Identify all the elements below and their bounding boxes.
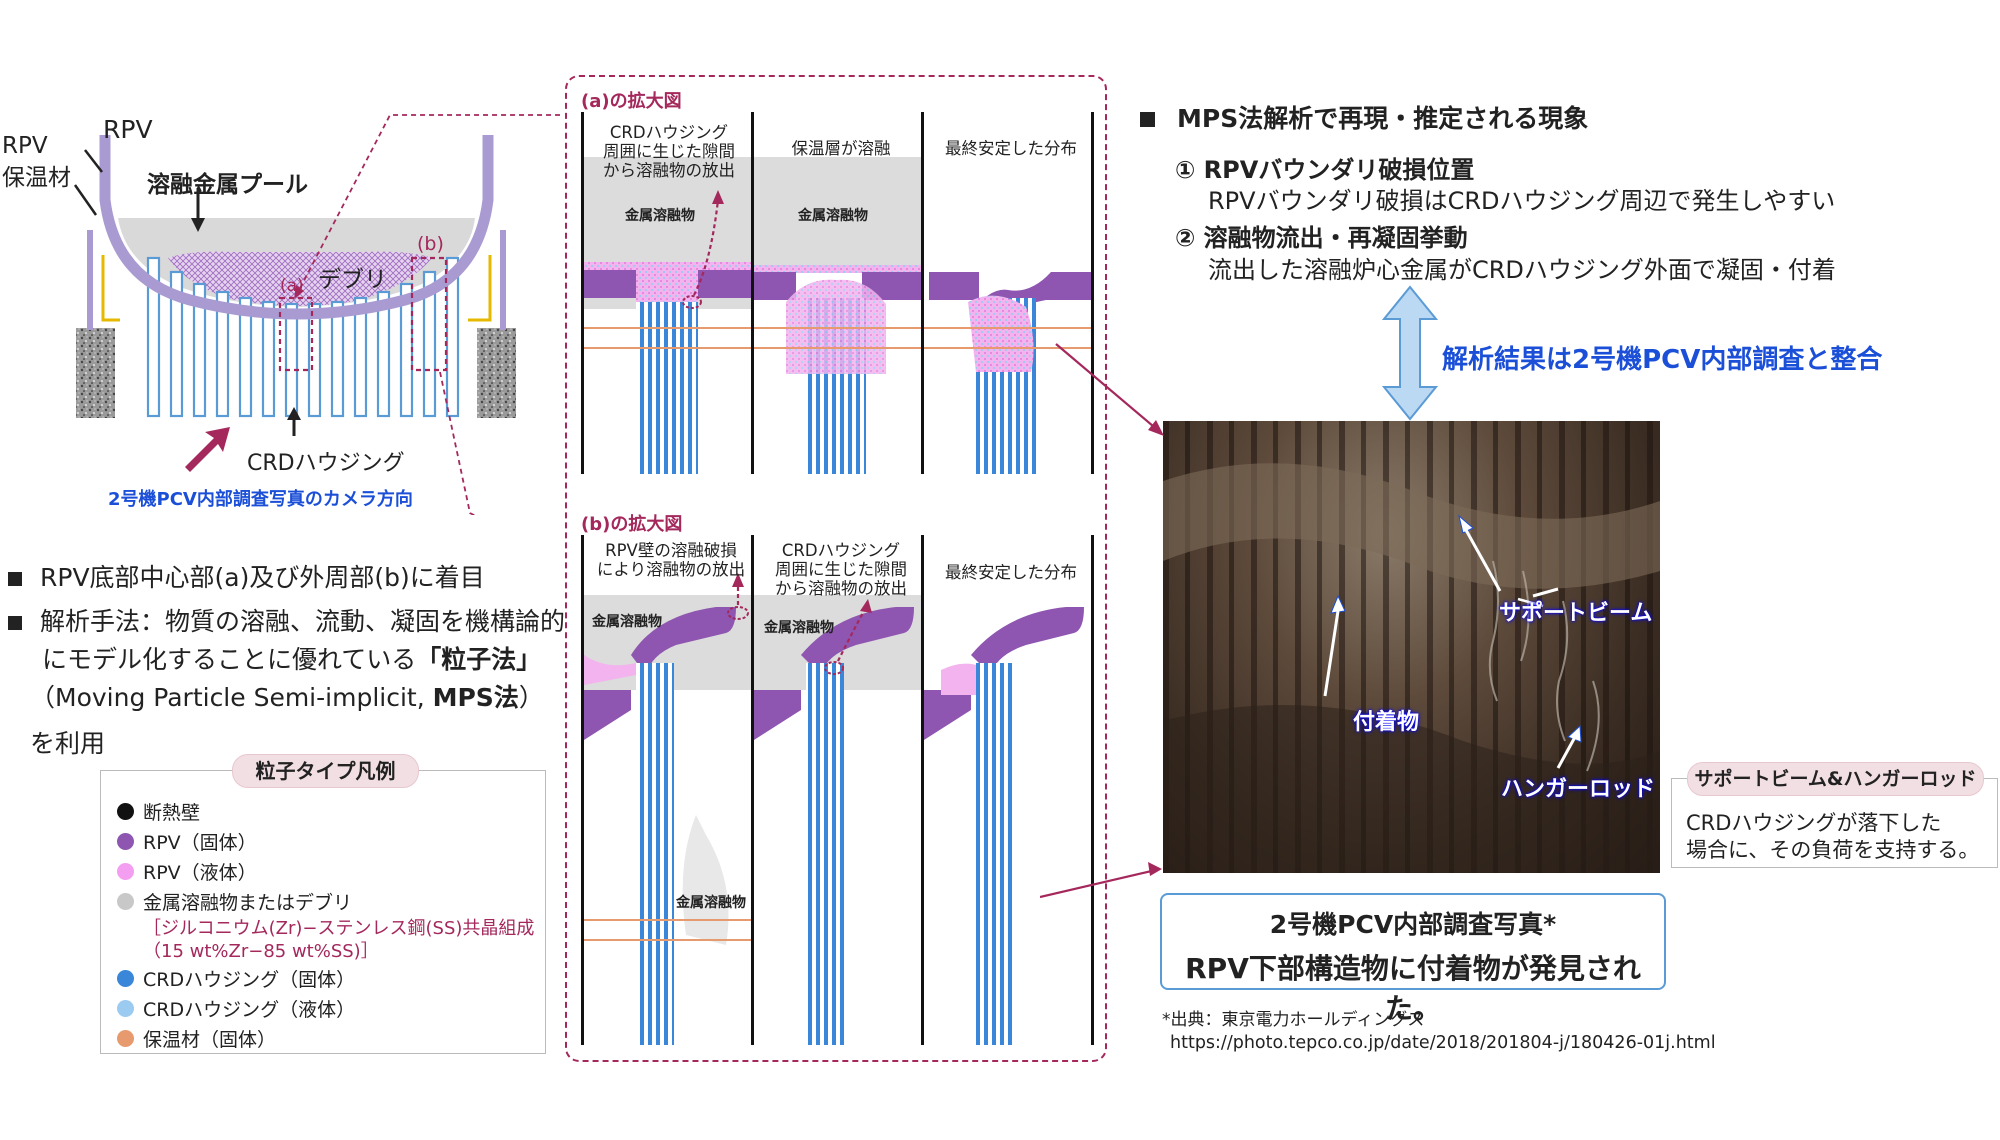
photo-caption-box: 2号機PCV内部調査写真* RPV下部構造物に付着物が発見された。: [1160, 893, 1666, 1025]
zoom-a-metal-label-1: 金属溶融物: [625, 208, 695, 224]
rpv-wall: [99, 135, 494, 320]
particle-legend: 粒子タイプ凡例 断熱壁 RPV（固体） RPV（液体） 金属溶融物またはデブリ …: [100, 754, 546, 1054]
zoom-panel: [565, 75, 1107, 1062]
phenomenon-2-body: 流出した溶融炉心金属がCRDハウジング外面で凝固・付着: [1208, 256, 1836, 284]
label-camera-direction: 2号機PCV内部調査写真のカメラ方向: [108, 489, 413, 510]
label-rpv-top: RPV: [103, 115, 153, 144]
insulation-support-left: [101, 255, 120, 322]
rpv-arrow: [84, 149, 103, 173]
zoom-a-metal-label-2: 金属溶融物: [798, 208, 868, 224]
label-debris: デブリ: [318, 267, 387, 293]
double-arrow-icon: [1381, 285, 1439, 421]
agreement-text: 解析結果は2号機PCV内部調査と整合: [1442, 345, 1883, 375]
insulation-arrow: [73, 184, 98, 216]
zoom-b-caption-3: 最終安定した分布: [945, 563, 1077, 582]
support-beam-info-title: サポートビーム&ハンガーロッド: [1687, 762, 1984, 796]
bullet-square-icon: [8, 572, 22, 586]
legend-dot-icon: [117, 803, 134, 820]
zoom-b-simulation: [581, 535, 1094, 1045]
panel-to-photo-arrows: [1040, 343, 1164, 899]
bullet-item-2: 解析手法：物質の溶融、流動、凝固を機構論的: [8, 599, 568, 645]
label-rpv-insulation-2: 保温材: [2, 165, 71, 191]
photo-label-support-beam: サポートビーム: [1499, 601, 1653, 626]
legend-sub-line-2: （15 wt%Zr−85 wt%SS)］: [143, 941, 379, 962]
support-beam-info-box: サポートビーム&ハンガーロッド CRDハウジングが落下した 場合に、その負荷を支…: [1671, 762, 1998, 868]
legend-dot-icon: [117, 863, 134, 880]
legend-item-melt-debris: 金属溶融物またはデブリ: [117, 888, 352, 915]
bullet-square-icon: [8, 616, 22, 630]
photo-caption-line-2: RPV下部構造物に付着物が発見された。: [1185, 952, 1641, 1025]
reactor-diagram: [73, 114, 560, 515]
source-line-1: *出典：東京電力ホールディングス: [1162, 1010, 1425, 1030]
right-pedestal: [477, 328, 516, 418]
legend-item-rpv-solid: RPV（固体）: [117, 828, 257, 855]
photo-label-hanger-rod: ハンガーロッド: [1501, 777, 1656, 802]
connector-b: [439, 371, 476, 515]
label-rpv-insulation-1: RPV: [2, 133, 48, 159]
legend-item-insulation-wall: 断熱壁: [117, 798, 200, 825]
zoom-b-metal-label-2: 金属溶融物: [764, 620, 834, 636]
zoom-b-metal-label-1: 金属溶融物: [592, 614, 662, 630]
zoom-box-a: [278, 296, 314, 372]
legend-sub-line-1: ［ジルコニウム(Zr)−ステンレス鋼(SS)共晶組成: [143, 918, 535, 939]
debris-region: [168, 251, 432, 306]
zoom-b-metal-label-3: 金属溶融物: [676, 895, 746, 911]
zoom-a-caption-1: CRDハウジング 周囲に生じた隙間 から溶融物の放出: [603, 123, 735, 180]
legend-item-rpv-liquid: RPV（液体）: [117, 858, 257, 885]
connector-a: [295, 114, 560, 297]
phenomenon-1-heading: ① RPVバウンダリ破損位置: [1175, 156, 1475, 184]
zoom-b-title: (b)の拡大図: [581, 514, 683, 535]
label-b: (b): [417, 233, 444, 255]
legend-item-crd-liquid: CRDハウジング（液体）: [117, 995, 355, 1022]
legend-item-crd-solid: CRDハウジング（固体）: [117, 965, 355, 992]
crd-arrowhead: [287, 407, 301, 420]
legend-dot-icon: [117, 1030, 134, 1047]
pcv-investigation-photo: サポートビーム 付着物 ハンガーロッド: [1163, 421, 1660, 873]
bullet-square-icon: [1140, 112, 1155, 127]
photo-overlay: [1163, 463, 1660, 873]
zoom-box-b: [410, 256, 448, 372]
zoom-a-caption-2: 保温層が溶融: [791, 139, 891, 158]
bullet-item-2-line-2: にモデル化することに優れている「粒子法」: [42, 645, 542, 674]
right-title: MPS法解析で再現・推定される現象: [1140, 99, 1588, 135]
zoom-a-simulation: [581, 112, 1094, 474]
legend-item-insulator-solid: 保温材（固体）: [117, 1025, 276, 1052]
support-beam-info-line-1: CRDハウジングが落下した: [1686, 811, 1942, 835]
bullet-item-1: RPV底部中心部(a)及び外周部(b)に着目: [8, 555, 568, 601]
label-pool: 溶融金属プール: [147, 172, 308, 198]
photo-label-deposit: 付着物: [1353, 710, 1420, 735]
legend-dot-icon: [117, 970, 134, 987]
camera-direction-arrow: [185, 427, 230, 472]
legend-dot-icon: [117, 1000, 134, 1017]
left-pedestal: [76, 328, 115, 418]
phenomenon-1-body: RPVバウンダリ破損はCRDハウジング周辺で発生しやすい: [1208, 187, 1836, 215]
photo-caption-line-1: 2号機PCV内部調査写真*: [1269, 910, 1557, 939]
legend-dot-icon: [117, 833, 134, 850]
legend-title: 粒子タイプ凡例: [232, 754, 419, 788]
insulation-support-right: [468, 255, 492, 322]
pool-arrowhead: [191, 218, 205, 232]
zoom-a-title: (a)の拡大図: [581, 91, 682, 112]
support-beam-info-line-2: 場合に、その負荷を支持する。: [1686, 838, 1980, 862]
bullet-item-2-line-3: （Moving Particle Semi-implicit, MPS法）を利用: [30, 683, 544, 758]
zoom-b-caption-1: RPV壁の溶融破損 により溶融物の放出: [596, 541, 746, 579]
legend-dot-icon: [117, 893, 134, 910]
label-a: (a): [280, 276, 304, 296]
bullet-list: RPV底部中心部(a)及び外周部(b)に着目 解析手法：物質の溶融、流動、凝固を…: [8, 555, 568, 767]
zoom-a-caption-3: 最終安定した分布: [945, 139, 1077, 158]
source-line-2: https://photo.tepco.co.jp/date/2018/2018…: [1170, 1033, 1716, 1053]
phenomenon-2-heading: ② 溶融物流出・再凝固挙動: [1175, 224, 1468, 252]
zoom-b-caption-2: CRDハウジング 周囲に生じた隙間 から溶融物の放出: [775, 541, 907, 598]
label-crd: CRDハウジング: [247, 451, 405, 476]
